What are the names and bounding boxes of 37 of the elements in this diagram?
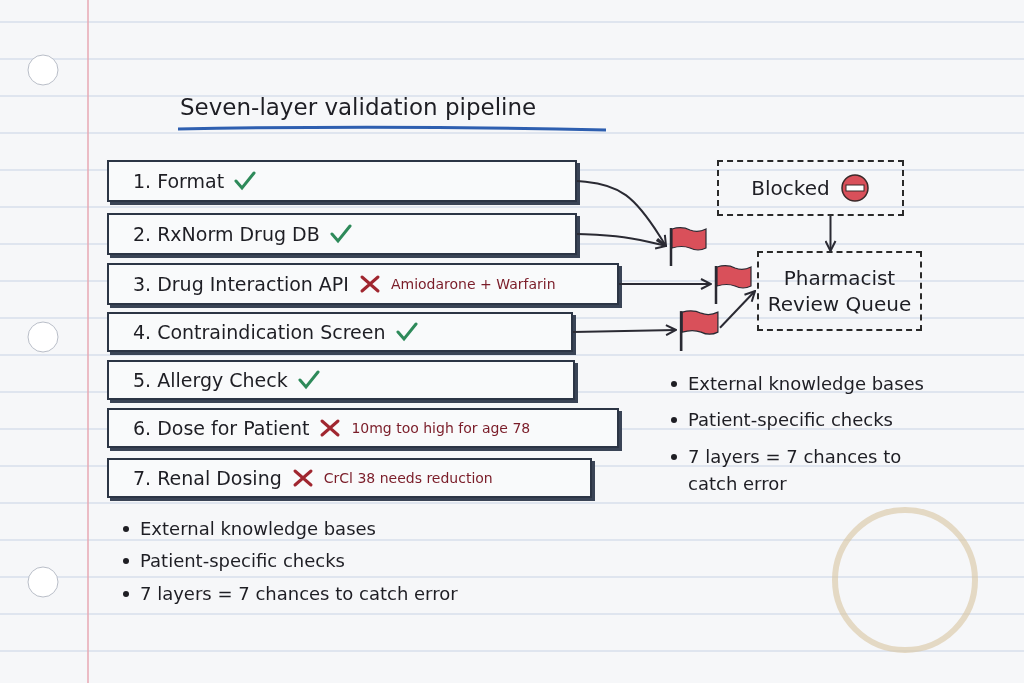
arrow bbox=[719, 290, 756, 329]
arrow bbox=[576, 233, 667, 250]
bullet-point: 7 layers = 7 chances to catch error bbox=[688, 445, 903, 496]
title: Seven-layer validation pipeline bbox=[180, 94, 537, 120]
arrow bbox=[618, 278, 712, 290]
box-label: Pharmacist Review Queue bbox=[766, 265, 913, 317]
box-label: Blocked bbox=[751, 175, 830, 201]
layer-name: 5. Allergy Check bbox=[133, 369, 288, 391]
layer-box bbox=[107, 213, 577, 255]
layer-box bbox=[107, 408, 619, 448]
layer-name: 1. Format bbox=[133, 170, 225, 192]
bullet-point: 7 layers = 7 chances to catch error bbox=[140, 582, 459, 606]
bullet-point: Patient-specific checks bbox=[140, 549, 346, 573]
error-note: 10mg too high for age 78 bbox=[351, 420, 531, 436]
layer-name: 4. Contraindication Screen bbox=[133, 321, 386, 343]
bullet-point: External knowledge bases bbox=[140, 517, 377, 541]
flag-icon bbox=[713, 264, 753, 304]
layer-name: 2. RxNorm Drug DB bbox=[133, 223, 320, 245]
layer-name: 7. Renal Dosing bbox=[133, 467, 282, 489]
arrow bbox=[824, 215, 837, 252]
layer-box bbox=[107, 458, 592, 498]
error-note: Amiodarone + Warfarin bbox=[390, 276, 556, 292]
bullet-point: Patient-specific checks bbox=[688, 408, 894, 432]
layer-box bbox=[107, 360, 575, 400]
error-note: CrCl 38 needs reduction bbox=[323, 470, 493, 486]
layer-name: 6. Dose for Patient bbox=[133, 417, 310, 439]
flag-icon bbox=[668, 226, 708, 266]
layer-box bbox=[107, 263, 619, 305]
layer-box bbox=[107, 312, 573, 352]
flag-icon bbox=[678, 308, 720, 352]
arrow bbox=[572, 324, 677, 337]
bullet-point: External knowledge bases bbox=[688, 372, 925, 396]
dashed-box bbox=[757, 251, 922, 331]
dashed-box bbox=[717, 160, 904, 216]
layer-name: 3. Drug Interaction API bbox=[133, 273, 349, 295]
arrow bbox=[576, 180, 667, 247]
layer-box bbox=[107, 160, 577, 202]
